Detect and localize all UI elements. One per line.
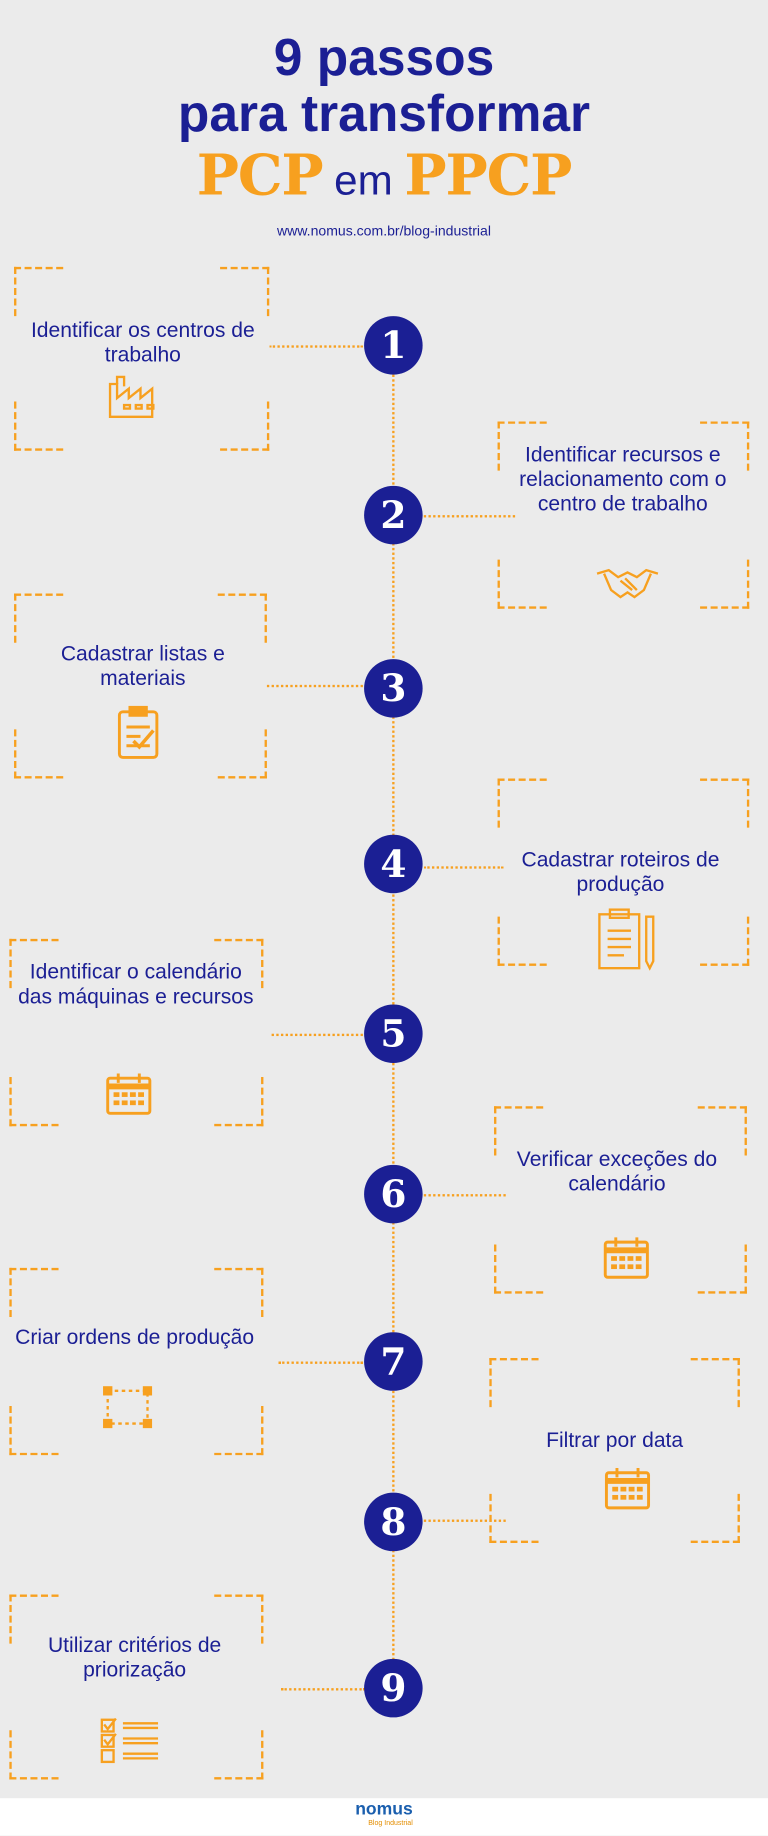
step-frame	[9, 1594, 264, 1780]
step-number-badge: 6	[364, 1164, 423, 1224]
step-number-badge: 5	[364, 1004, 423, 1063]
calendar-icon	[603, 1235, 650, 1285]
step-label: Filtrar por data	[546, 1428, 684, 1452]
handshake-icon	[595, 567, 661, 608]
step-connector	[269, 345, 363, 348]
step-label: Cadastrar listas e materiais	[60, 641, 225, 690]
ppcp-text: PPCP	[404, 142, 572, 209]
blog-url[interactable]: www.nomus.com.br/blog-industrial	[277, 222, 491, 239]
step-frame	[494, 1106, 747, 1294]
step-number-badge: 9	[364, 1658, 423, 1718]
step-label: Identificar os centros de trabalho	[30, 318, 255, 367]
title-line-1: 9 passos	[273, 29, 495, 87]
step-label: Cadastrar roteiros de produção	[521, 847, 720, 896]
step-connector	[423, 515, 516, 518]
step-connector	[423, 1519, 506, 1522]
step-number-badge: 2	[364, 485, 423, 545]
step-frame	[489, 1358, 740, 1543]
step-label: Criar ordens de produção	[15, 1325, 255, 1349]
step-number-badge: 7	[364, 1332, 423, 1391]
step-connector	[280, 1688, 366, 1691]
step-frame	[9, 938, 264, 1127]
step-number-badge: 3	[364, 659, 423, 718]
logo-text: nomus	[355, 1799, 413, 1820]
step-number-badge: 1	[364, 316, 423, 375]
step-label: Utilizar critérios de priorização	[47, 1633, 222, 1682]
step-frame	[14, 266, 270, 451]
em-text: em	[334, 155, 393, 204]
title-line-2: para transformar	[177, 85, 591, 143]
factory-icon	[108, 372, 169, 425]
calendar-icon	[105, 1071, 152, 1121]
step-connector	[271, 1033, 363, 1037]
step-connector	[266, 684, 363, 688]
step-connector	[423, 1194, 506, 1197]
clipboard-icon	[117, 705, 159, 766]
step-frame	[9, 1267, 264, 1456]
calendar-icon	[604, 1466, 651, 1516]
step-frame	[497, 778, 750, 966]
step-label: Verificar exceções do calendário	[516, 1147, 718, 1196]
step-number-badge: 8	[364, 1492, 423, 1552]
pcp-text: PCP	[196, 142, 324, 209]
step-frame	[497, 421, 750, 609]
step-frame	[14, 593, 267, 779]
checklist-icon	[100, 1717, 161, 1770]
step-label: Identificar o calendário das máquinas e …	[18, 959, 254, 1008]
step-connector	[423, 866, 504, 869]
step-connector	[278, 1361, 363, 1364]
step-label: Identificar recursos e relacionamento co…	[519, 442, 727, 516]
step-number-badge: 4	[364, 834, 423, 894]
selection-square-icon	[103, 1386, 153, 1434]
logo-subtitle: Blog Industrial	[368, 1820, 413, 1828]
document-pencil-icon	[597, 907, 656, 976]
